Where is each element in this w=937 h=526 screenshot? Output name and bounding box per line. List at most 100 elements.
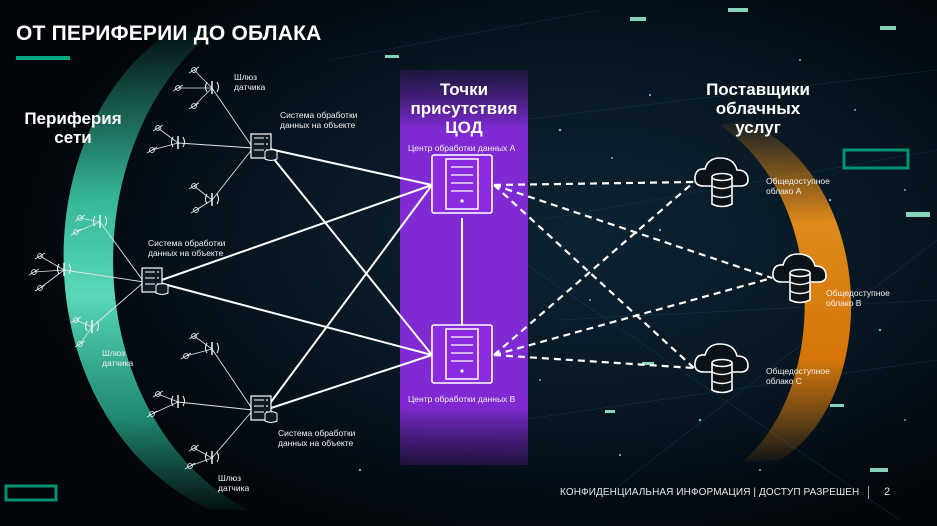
- dashed-link: [493, 183, 773, 280]
- site-label-3: Система обработки данных на объекте: [278, 428, 356, 448]
- sensor-link: [189, 457, 213, 467]
- sensor-link: [151, 142, 179, 151]
- sensor-icon: [172, 84, 184, 92]
- sensor-icon: [184, 462, 196, 470]
- sensor-icon: [188, 444, 200, 452]
- dashed-link: [493, 181, 695, 356]
- gateway-label-2: Шлюз датчика: [102, 348, 134, 368]
- gateway-link: [177, 142, 254, 149]
- heading-cloud: Поставщики облачных услуг: [706, 80, 810, 137]
- database-icon: [264, 411, 278, 423]
- gateway-link: [99, 221, 145, 283]
- sensor-link: [151, 401, 179, 415]
- sensor-link: [39, 255, 65, 271]
- gateway-icon: [205, 342, 219, 355]
- gateway-link: [211, 409, 254, 459]
- gateway-icon: [93, 215, 107, 228]
- datacenter-label-a: Центр обработки данных A: [408, 143, 516, 153]
- sensor-icon: [188, 332, 200, 340]
- solid-link: [155, 281, 433, 356]
- sensor-icon: [152, 124, 164, 132]
- gateway-icon: [57, 263, 71, 276]
- cloud-database-icon: [694, 157, 749, 208]
- dashed-link: [493, 276, 773, 357]
- sensor-icon: [74, 340, 86, 348]
- sensor-link: [185, 348, 213, 357]
- sensor-icon: [28, 268, 40, 276]
- dashed-link: [493, 184, 695, 369]
- gateway-icon: [171, 136, 185, 149]
- cloud-arc: [720, 120, 852, 462]
- solid-link: [264, 147, 433, 186]
- gateway-icon: [205, 193, 219, 206]
- sensor-icon: [70, 316, 82, 324]
- datacenter-server-icon: [431, 154, 493, 214]
- sensor-link: [39, 269, 65, 289]
- gateway-icon: [205, 81, 219, 94]
- sensor-link: [157, 127, 179, 144]
- datacenter-label-b: Центр обработки данных B: [408, 394, 516, 404]
- cloud-database-icon: [772, 253, 827, 304]
- gateway-link: [91, 281, 145, 328]
- gateway-link: [211, 87, 254, 149]
- network-icons: [28, 66, 827, 470]
- sensor-link: [193, 69, 213, 89]
- sensor-icon: [180, 352, 192, 360]
- footer-separator: [868, 486, 869, 499]
- cloud-label-a: Общедоступное облако A: [766, 176, 830, 196]
- site-label-1: Система обработки данных на объекте: [280, 110, 358, 130]
- sensor-link: [79, 217, 101, 223]
- server-rack-icon: [250, 133, 278, 161]
- solid-link: [264, 354, 433, 411]
- site-label-2: Система обработки данных на объекте: [148, 238, 226, 258]
- database-icon: [155, 283, 169, 295]
- gateway-link: [211, 147, 254, 201]
- dashed-link: [493, 180, 695, 187]
- sensor-icon: [146, 410, 158, 418]
- sensor-icon: [188, 182, 200, 190]
- gateway-icon: [85, 320, 99, 333]
- gateway-label-1: Шлюз датчика: [234, 72, 266, 92]
- solid-link: [155, 184, 433, 283]
- sensor-link: [193, 335, 213, 350]
- database-icon: [789, 268, 811, 304]
- page-number: 2: [884, 486, 891, 498]
- datacenter-server-icon: [431, 324, 493, 384]
- sensor-icon: [190, 206, 202, 214]
- sensor-icon: [34, 252, 46, 260]
- cloud-label-b: Общедоступное облако B: [826, 288, 890, 308]
- sensor-icon: [70, 228, 82, 236]
- sensor-icon: [146, 146, 158, 154]
- sensor-icon: [34, 284, 46, 292]
- server-rack-icon: [250, 395, 278, 423]
- heading-edge: Периферия сети: [24, 109, 122, 147]
- gateway-label-3: Шлюз датчика: [218, 473, 250, 493]
- sensor-link: [193, 185, 213, 201]
- sensor-link: [193, 87, 213, 107]
- sensor-link: [33, 269, 65, 273]
- cloud-database-icon: [694, 343, 749, 394]
- sensor-icon: [74, 214, 86, 222]
- slide-title: ОТ ПЕРИФЕРИИ ДО ОБЛАКА: [16, 22, 322, 45]
- title-accent-bar: [16, 56, 70, 60]
- gateway-link: [177, 401, 254, 411]
- colo-band: [400, 70, 528, 465]
- edge-arc: [63, 32, 248, 510]
- sensor-icon: [188, 66, 200, 74]
- gateway-link: [63, 269, 145, 283]
- gateway-icon: [171, 395, 185, 408]
- gateway-icon: [205, 451, 219, 464]
- dashed-link: [493, 353, 695, 370]
- network-links: [33, 69, 773, 467]
- sensor-icon: [152, 390, 164, 398]
- database-icon: [264, 149, 278, 161]
- solid-link: [264, 147, 433, 356]
- sensor-link: [79, 326, 93, 345]
- sensor-link: [193, 447, 213, 459]
- cloud-label-c: Общедоступное облако C: [766, 366, 830, 386]
- footer-confidential: КОНФИДЕНЦИАЛЬНАЯ ИНФОРМАЦИЯ | ДОСТУП РАЗ…: [560, 487, 860, 498]
- sensor-icon: [188, 102, 200, 110]
- server-rack-icon: [141, 267, 169, 295]
- database-icon: [711, 172, 733, 208]
